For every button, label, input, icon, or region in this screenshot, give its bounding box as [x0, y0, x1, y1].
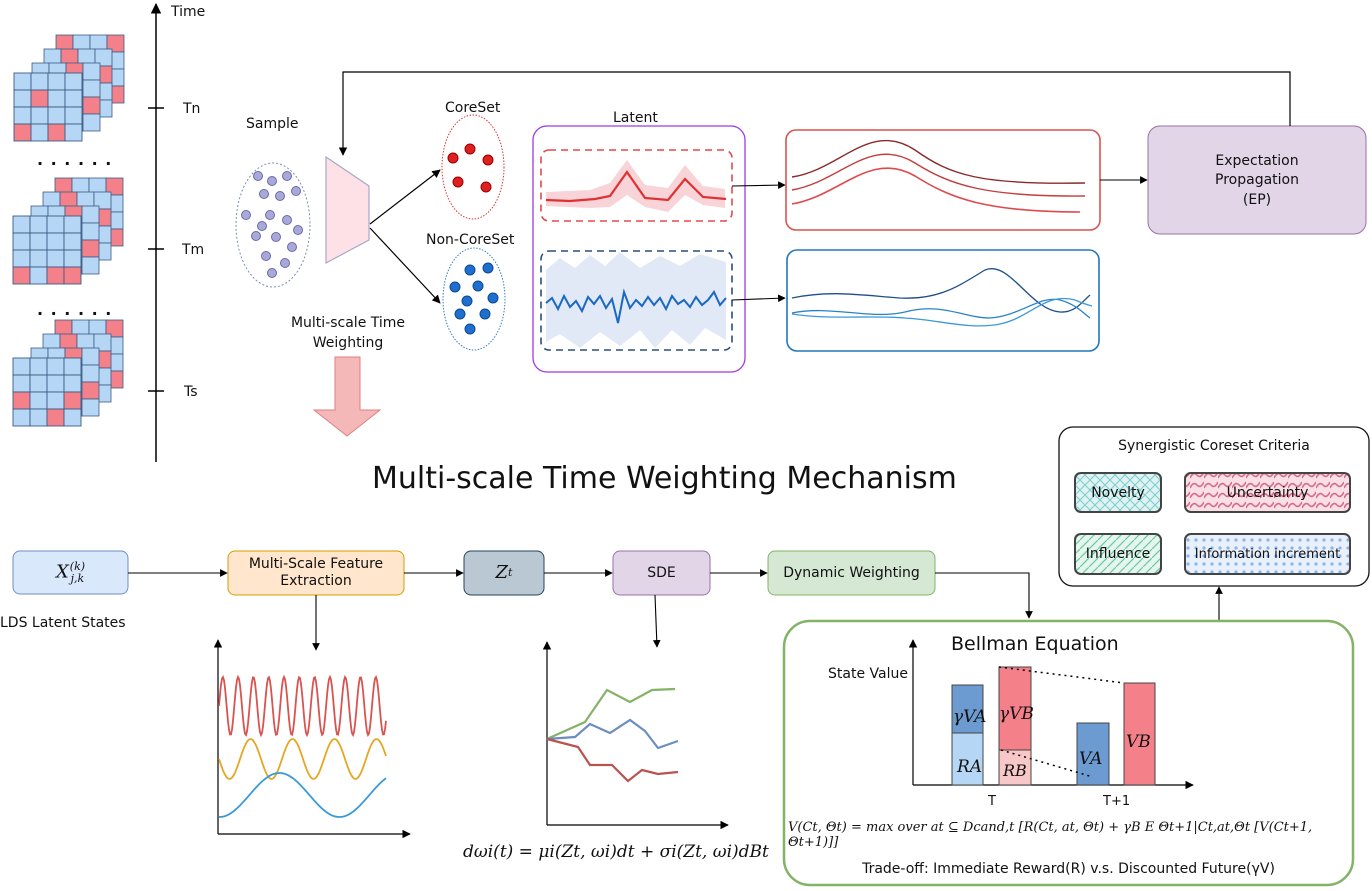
tick-tm: Tm [182, 242, 205, 258]
latent-label: Latent [613, 110, 658, 126]
latent-red-line [545, 170, 727, 203]
bar-label-gamma-vb: γVB [999, 704, 1034, 724]
weighting-label: Multi-scale Time Weighting [290, 315, 406, 352]
ep-line-3: (EP) [1242, 191, 1272, 208]
arrow-latent-blue [731, 294, 786, 303]
traj-red-1 [791, 139, 1086, 184]
tick-ts: Ts [184, 384, 198, 400]
sample-label: Sample [246, 116, 299, 132]
tick-tn: Tn [183, 101, 201, 117]
criterion-information-increment: Information increment [1184, 533, 1351, 575]
criterion-uncertainty: Uncertainty [1184, 472, 1351, 513]
ellipsis-2: . . . . . . [37, 300, 113, 319]
pipeline-arrows [128, 569, 1223, 651]
feature-extraction-box: Multi-Scale Feature Extraction [248, 556, 384, 589]
noncoreset-cloud [442, 247, 506, 351]
bellman-title: Bellman Equation [951, 633, 1119, 655]
down-arrow-icon [312, 356, 382, 437]
traj-blue-1 [791, 268, 1091, 313]
arrow-to-noncoreset [369, 227, 441, 304]
ellipsis-1: . . . . . . [37, 150, 113, 169]
input-state-symbol: X(k)j,k [55, 559, 86, 585]
multiscale-signal-plot [213, 639, 411, 839]
blue-trajectory-box [786, 249, 1100, 352]
coreset-cloud [441, 114, 505, 220]
red-trajectory-box [785, 129, 1101, 231]
bellman-equation: V(Ct, Θt) = max over at ⊆ Dcand,t [R(Ct,… [788, 820, 1313, 850]
arrow-latent-red [731, 181, 786, 189]
mechanism-title: Multi-scale Time Weighting Mechanism [372, 461, 957, 496]
ep-text: Expectation Propagation (EP) [1148, 150, 1366, 212]
sde-path-plot [542, 641, 729, 830]
traj-blue-2 [791, 298, 1091, 319]
ep-line-1: Expectation [1215, 152, 1299, 169]
traj-blue-3 [791, 297, 1093, 327]
sde-equation: dωi(t) = μi(Zt, ωi)dt + σi(Zt, ωi)dBt [463, 842, 769, 862]
traj-red-2 [791, 153, 1086, 197]
bar-label-vb: VB [1126, 732, 1151, 752]
criteria-title: Synergistic Coreset Criteria [1118, 438, 1310, 454]
input-caption: LDS Latent States [0, 615, 126, 631]
time-axis [148, 2, 164, 462]
weighting-trapezoid [325, 155, 370, 265]
cube-icon-ts [12, 319, 124, 427]
feedback-arrow [338, 71, 1291, 156]
ep-box [1147, 125, 1367, 235]
arrow-to-coreset [369, 169, 441, 225]
coreset-label: CoreSet [445, 100, 501, 116]
dynamic-weighting-box: Dynamic Weighting [783, 564, 920, 581]
bellman-tradeoff: Trade-off: Immediate Reward(R) v.s. Disc… [862, 861, 1275, 877]
cube-icon-tn [13, 34, 125, 142]
bar-label-va: VA [1079, 749, 1103, 769]
sde-box: SDE [647, 564, 676, 581]
traj-red-3 [791, 167, 1081, 213]
bellman-tick-t1: T+1 [1103, 794, 1131, 809]
bellman-y-label: State Value [828, 666, 908, 682]
bar-label-gamma-va: γVA [953, 707, 987, 727]
bellman-tick-t: T [988, 794, 996, 809]
bar-label-rb: RB [1003, 761, 1027, 780]
ep-line-2: Propagation [1215, 172, 1299, 189]
bellman-box [782, 619, 1355, 887]
bar-label-ra: RA [957, 757, 983, 777]
sample-cloud [235, 162, 311, 288]
noncoreset-label: Non-CoreSet [426, 232, 515, 248]
criterion-influence: Influence [1074, 533, 1162, 575]
bellman-chart [908, 639, 1194, 790]
time-axis-title: Time [171, 4, 206, 20]
criterion-novelty: Novelty [1074, 472, 1162, 513]
cube-icon-tm [12, 177, 124, 285]
latent-blue-line [545, 288, 727, 324]
